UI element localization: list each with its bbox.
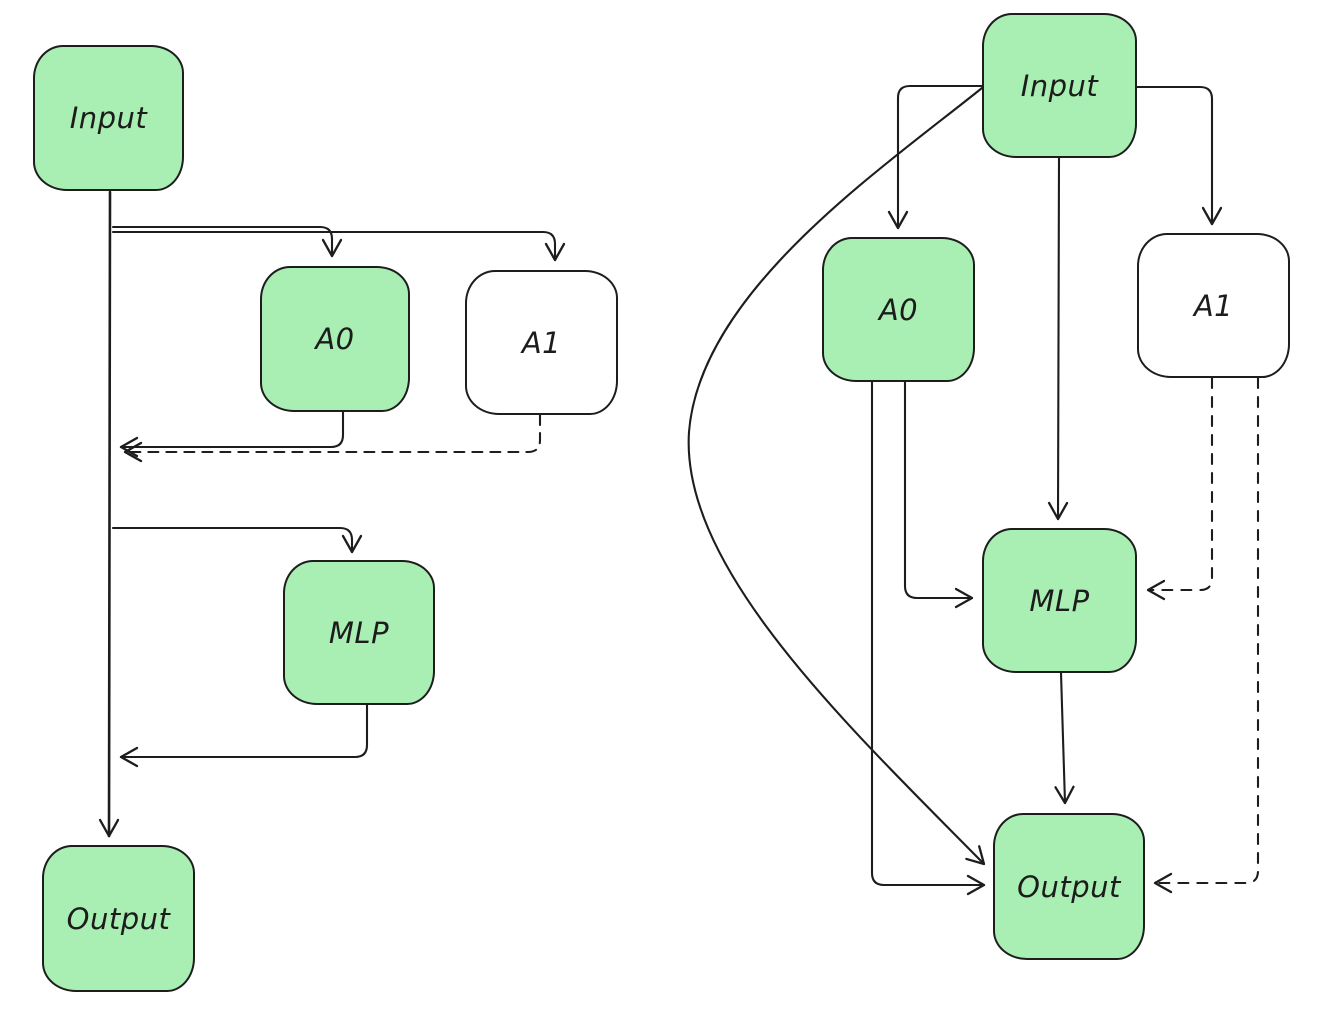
left-node-mlp-label: MLP	[328, 615, 390, 650]
left-node-output-label: Output	[66, 901, 171, 936]
left-node-mlp[interactable]: MLP	[283, 560, 435, 705]
right-edge-input-to-output	[687, 86, 986, 866]
right-node-a1[interactable]: A1	[1137, 233, 1290, 378]
right-node-mlp[interactable]: MLP	[982, 528, 1137, 673]
left-edge-input-to-a0	[111, 225, 343, 258]
left-edge-input-to-a1	[111, 230, 566, 262]
left-node-output[interactable]: Output	[42, 845, 195, 992]
right-node-output[interactable]: Output	[993, 813, 1145, 960]
right-edge-mlp-to-output	[1054, 671, 1075, 805]
left-node-input-label: Input	[69, 101, 148, 135]
left-node-a0-label: A0	[315, 322, 355, 356]
left-edge-a1-to-stream	[123, 413, 542, 463]
left-node-input[interactable]: Input	[33, 45, 184, 191]
left-edge-input-to-output-trunk	[98, 190, 120, 838]
right-node-input[interactable]: Input	[982, 13, 1137, 158]
left-node-a1[interactable]: A1	[465, 270, 618, 415]
right-node-mlp-label: MLP	[1029, 583, 1090, 618]
right-edge-input-to-a0	[887, 84, 984, 230]
right-node-a1-label: A1	[1193, 288, 1234, 323]
left-edge-stream-to-mlp	[111, 526, 363, 554]
right-node-output-label: Output	[1017, 869, 1121, 904]
left-edge-a0-to-stream	[119, 410, 345, 458]
left-node-a0[interactable]: A0	[260, 266, 410, 412]
right-node-a0[interactable]: A0	[822, 237, 975, 382]
right-edge-a1-to-output	[1153, 376, 1260, 894]
right-edge-a0-to-mlp	[903, 380, 974, 609]
right-node-input-label: Input	[1020, 68, 1099, 103]
right-edge-input-to-mlp	[1047, 156, 1069, 521]
left-edge-mlp-to-stream	[119, 703, 369, 768]
right-edge-a1-to-mlp	[1146, 376, 1214, 601]
right-node-a0-label: A0	[878, 292, 919, 327]
right-edge-a0-to-output	[870, 380, 986, 896]
left-node-a1-label: A1	[521, 325, 562, 360]
right-edge-input-to-a1	[1135, 85, 1223, 226]
